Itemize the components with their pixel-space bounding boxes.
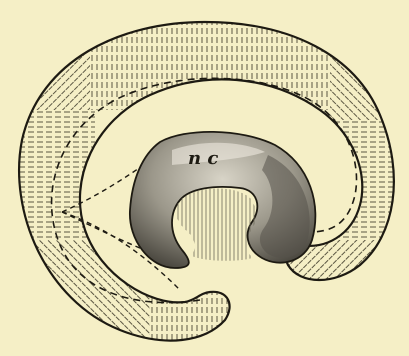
notochord-region — [176, 188, 256, 260]
nc-label: n c — [188, 148, 218, 169]
